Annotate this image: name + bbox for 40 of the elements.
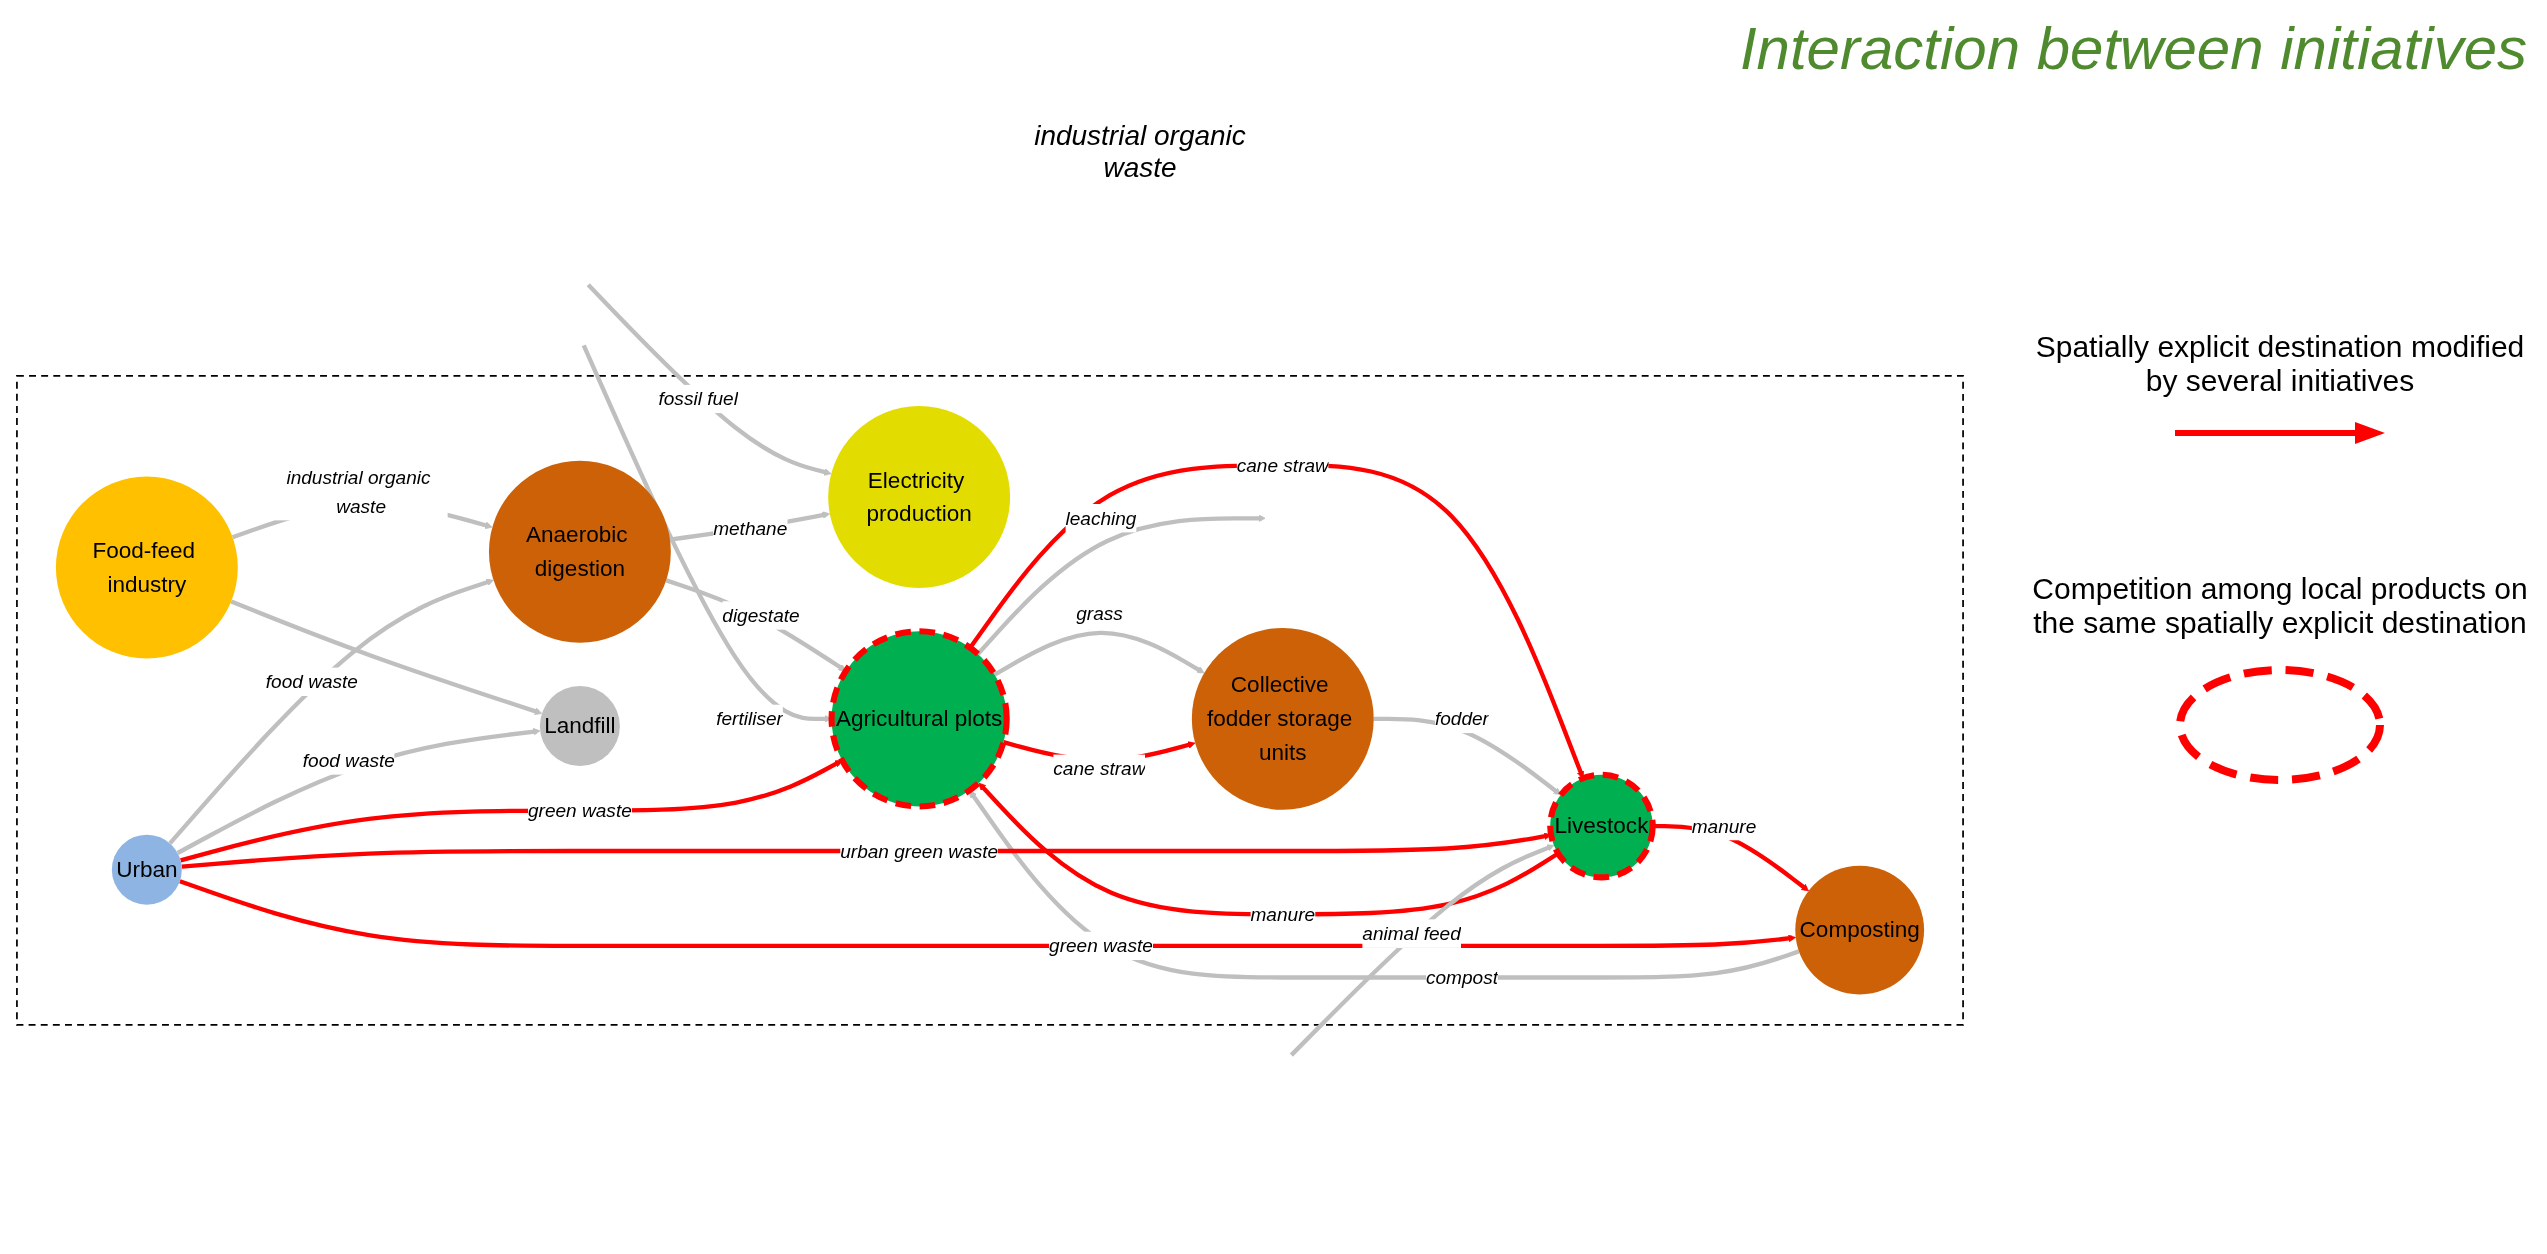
arrow bbox=[180, 760, 843, 863]
edge-label: fodder bbox=[1434, 708, 1489, 730]
node-circle: Landfill bbox=[539, 686, 620, 766]
arrow bbox=[168, 578, 494, 845]
edge-label: manure bbox=[1250, 903, 1316, 926]
node-circle: Agricultural plots bbox=[828, 628, 1010, 810]
edge-label: industrial organic waste bbox=[286, 466, 431, 518]
edge-label: green waste bbox=[1049, 935, 1153, 957]
edge-label: fossil fuel bbox=[658, 388, 738, 410]
edge-label: methane bbox=[713, 517, 788, 540]
edge-label: food waste bbox=[265, 670, 358, 693]
arrow bbox=[176, 727, 541, 855]
arrow bbox=[665, 578, 847, 672]
node-circle: Food-feed industry bbox=[55, 476, 238, 659]
edge-label: leaching bbox=[1065, 507, 1137, 530]
edge-label: green waste bbox=[527, 799, 632, 822]
edge-label: compost bbox=[1425, 966, 1498, 989]
edge-label: urban green waste bbox=[840, 840, 999, 862]
node-circle: Collective fodder storage units bbox=[1191, 627, 1374, 810]
diagram-title: Interaction between initiatives bbox=[1739, 14, 2527, 83]
legend-text: Spatially explicit destination modified by several initiatives bbox=[2034, 330, 2526, 398]
edge-label: fertiliser bbox=[716, 708, 783, 730]
edge-label: digestate bbox=[722, 604, 800, 627]
cluster bbox=[16, 374, 1964, 1026]
edge-label: grass bbox=[1076, 602, 1123, 625]
arrow bbox=[969, 790, 1800, 980]
node-circle: Anaerobic digestion bbox=[488, 460, 671, 643]
node-circle: Electricity production bbox=[828, 406, 1011, 588]
edge-label: manure bbox=[1691, 815, 1757, 837]
node-circle: Urban bbox=[111, 834, 182, 905]
edge-label: animal feed bbox=[1362, 922, 1461, 945]
arrow bbox=[230, 599, 543, 715]
node-circle: Livestock bbox=[1547, 771, 1656, 881]
arrow bbox=[179, 879, 1797, 949]
arrow bbox=[586, 283, 832, 476]
note-text: industrial organic waste bbox=[1033, 120, 1247, 184]
node-circle: Composting bbox=[1795, 865, 1925, 995]
edge-label: food waste bbox=[302, 749, 395, 772]
legend-text: Competition among local products on the same spatially explicit destination bbox=[2031, 572, 2529, 640]
arrow bbox=[1289, 844, 1555, 1057]
